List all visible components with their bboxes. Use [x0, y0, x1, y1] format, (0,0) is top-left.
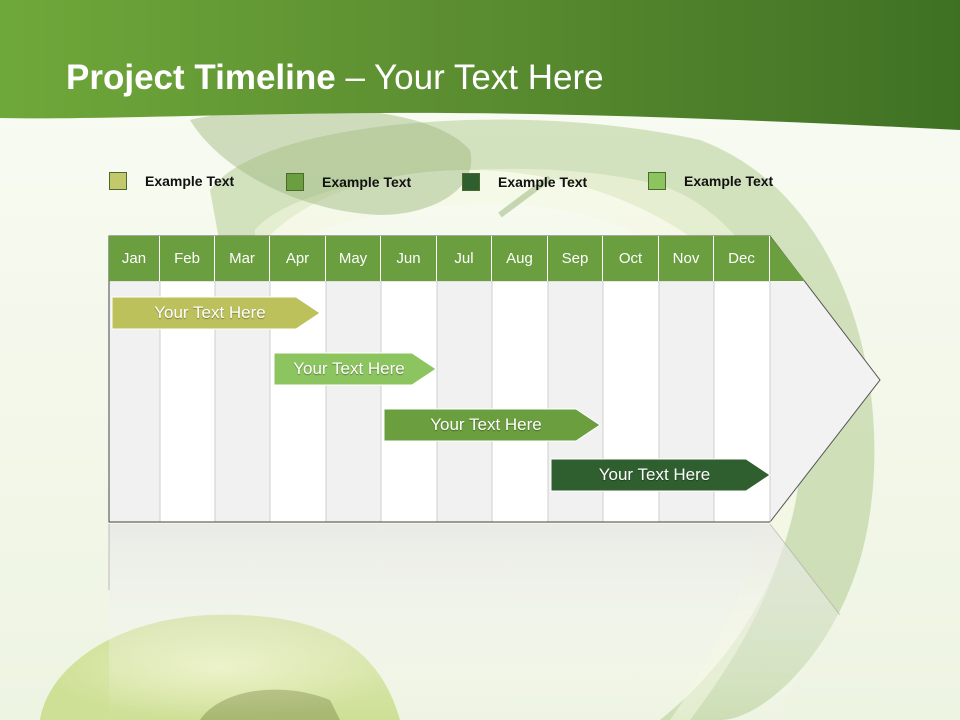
legend-item-1: Example Text: [109, 171, 234, 191]
month-header-feb: Feb: [160, 236, 215, 281]
legend-swatch-3: [462, 173, 480, 191]
month-header-dec: Dec: [714, 236, 770, 281]
legend-swatch-4: [648, 172, 666, 190]
task-label-2: Your Text Here: [293, 359, 405, 378]
legend-label-4: Example Text: [684, 173, 774, 189]
month-header-oct: Oct: [603, 236, 659, 281]
slide-title-bold: Project Timeline: [66, 58, 336, 97]
legend-label-3: Example Text: [498, 174, 588, 190]
month-header-jul: Jul: [437, 236, 492, 281]
legend-swatch-1: [109, 172, 127, 190]
month-header-apr: Apr: [270, 236, 326, 281]
task-label-3: Your Text Here: [430, 415, 542, 434]
title-banner: [0, 0, 960, 130]
month-header-mar: Mar: [215, 236, 270, 281]
legend-item-2: Example Text: [286, 172, 411, 192]
legend-item-3: Example Text: [462, 172, 587, 192]
month-header-aug: Aug: [492, 236, 548, 281]
task-label-1: Your Text Here: [154, 303, 266, 322]
legend-item-4: Example Text: [648, 171, 773, 191]
task-label-4: Your Text Here: [598, 465, 711, 484]
slide-title: Project Timeline – Your Text Here: [66, 58, 604, 98]
leaf-shape: [190, 108, 472, 215]
month-header-may: May: [326, 236, 381, 281]
legend-label-2: Example Text: [322, 174, 412, 190]
month-header-sep: Sep: [548, 236, 603, 281]
month-header-jan: Jan: [109, 236, 160, 281]
legend-label-1: Example Text: [145, 173, 235, 189]
month-header-jun: Jun: [381, 236, 437, 281]
legend-swatch-2: [286, 173, 304, 191]
slide-title-rest: – Your Text Here: [335, 58, 604, 97]
month-header-nov: Nov: [659, 236, 714, 281]
